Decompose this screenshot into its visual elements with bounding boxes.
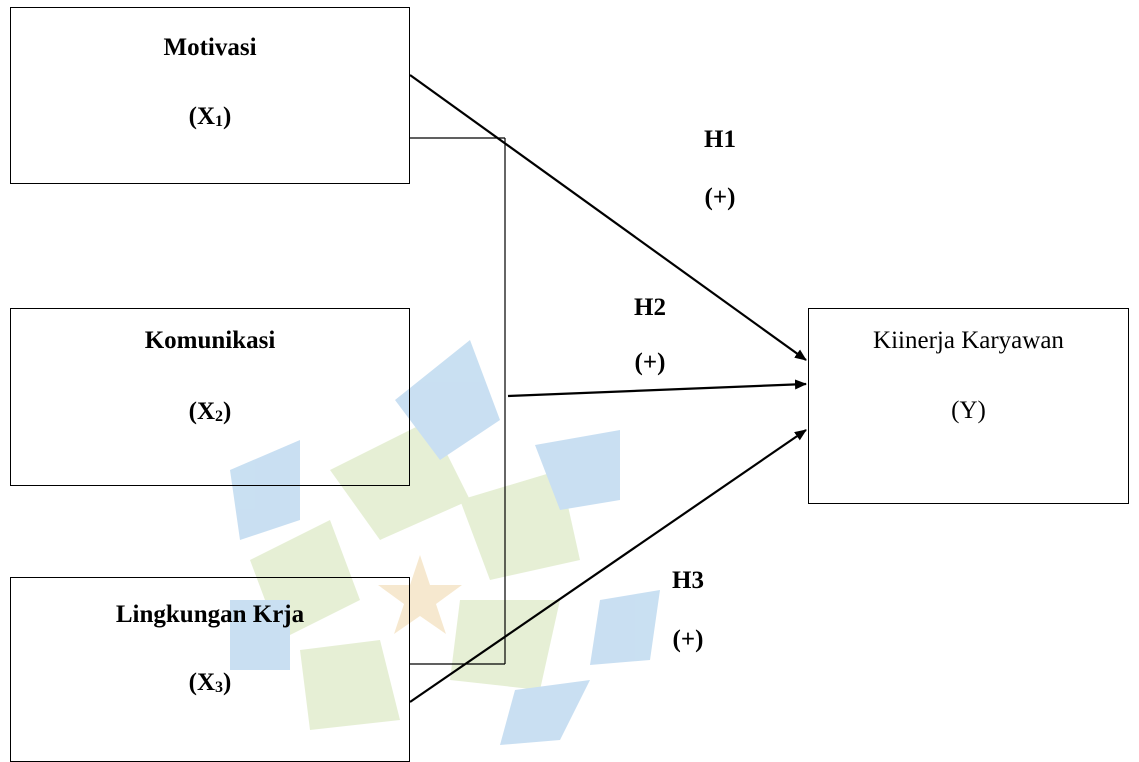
box-x2-open: (X	[188, 398, 216, 425]
box-x3-lingkungan-krja: Lingkungan Krja (X3)	[10, 577, 410, 762]
box-x3-open: (X	[188, 669, 216, 696]
watermark-blue-petal	[535, 430, 620, 510]
h3-label: H3	[672, 567, 704, 594]
box-y-variable: (Y)	[951, 397, 986, 424]
watermark-green-petal	[300, 640, 400, 730]
box-x2-title: Komunikasi	[144, 327, 276, 354]
watermark-blue-petal	[500, 680, 590, 745]
box-x3-variable: (X3)	[11, 668, 409, 703]
box-x3-index: 3	[215, 679, 224, 696]
box-y-kinerja-karyawan: Kiinerja Karyawan (Y)	[808, 308, 1129, 504]
box-x2-variable: (X2)	[11, 397, 409, 432]
h1-arrow	[409, 74, 807, 361]
box-x2-close: )	[223, 398, 232, 425]
box-x1-title: Motivasi	[163, 34, 257, 61]
h2-arrow	[507, 379, 807, 398]
watermark-green-petal	[460, 470, 580, 580]
h2-sign: (+)	[634, 349, 666, 376]
box-x1-index: 1	[215, 113, 224, 130]
h2-label: H2	[634, 294, 666, 321]
watermark-blue-petal	[230, 600, 290, 670]
box-y-title: Kiinerja Karyawan	[873, 327, 1064, 354]
box-x1-variable: (X1)	[11, 102, 409, 137]
box-x2-komunikasi: Komunikasi (X2)	[10, 308, 410, 486]
watermark-blue-petal	[395, 340, 500, 460]
box-x3-title: Lingkungan Krja	[115, 601, 305, 628]
box-x1-open: (X	[188, 103, 216, 130]
box-x1-close: )	[223, 103, 232, 130]
box-x2-index: 2	[215, 408, 224, 425]
h3-sign: (+)	[672, 626, 704, 653]
h1-label: H1	[704, 126, 736, 153]
watermark-star	[378, 555, 462, 634]
box-x3-close: )	[223, 669, 232, 696]
watermark-blue-petal	[590, 590, 660, 665]
h1-sign: (+)	[704, 184, 736, 211]
watermark-blue-petal	[230, 440, 300, 540]
h3-arrow	[409, 429, 807, 703]
box-x1-motivasi: Motivasi (X1)	[10, 7, 410, 184]
